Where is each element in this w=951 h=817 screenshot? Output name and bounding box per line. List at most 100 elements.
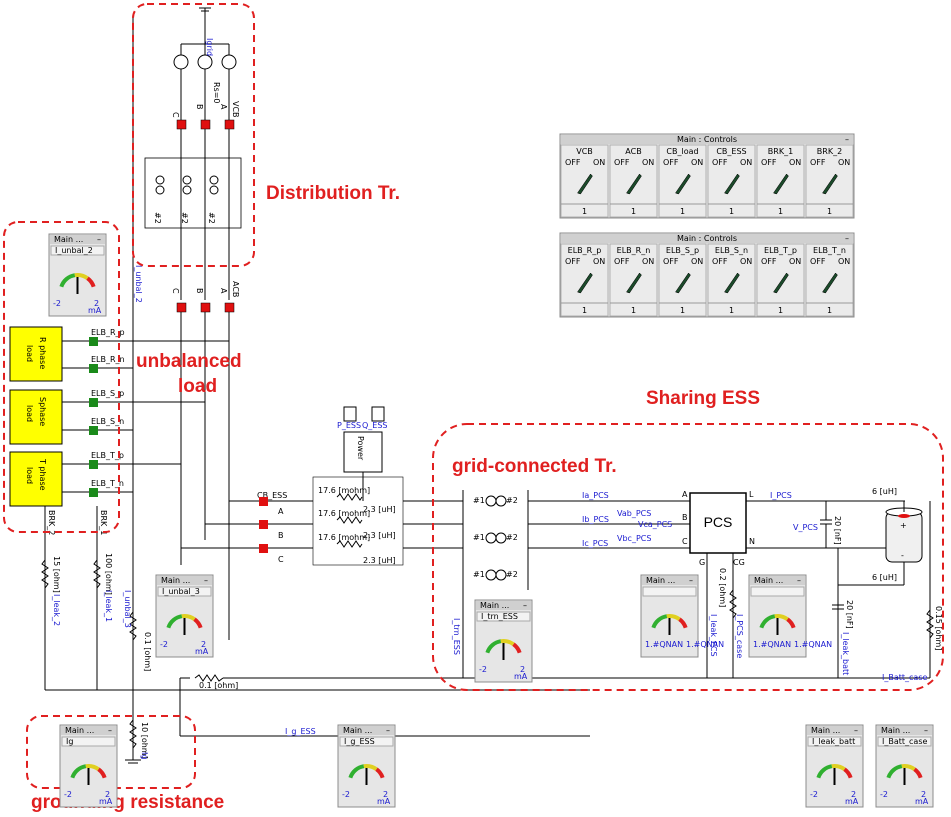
pcs-pin-b: B <box>682 513 688 522</box>
meter-scale-arc <box>666 614 681 621</box>
switch-on-label: ON <box>838 257 850 266</box>
toggle-switch-icon[interactable] <box>626 173 642 195</box>
meter-name-box <box>877 736 932 747</box>
toggle-switch-icon[interactable] <box>577 173 593 195</box>
meter-min: -2 <box>479 665 487 674</box>
toggle-switch-icon[interactable] <box>724 173 740 195</box>
meter-scale-arc <box>886 764 903 779</box>
distribution-transformer: #2 #2 #2 <box>144 157 242 229</box>
switch-value: 1 <box>827 207 832 216</box>
s-load-text-1: Sphase <box>38 397 47 426</box>
gtr-sec-1: #2 <box>506 496 518 505</box>
switch-cell <box>756 243 805 317</box>
phase-b-mid: B <box>195 288 204 294</box>
elb-r-p[interactable] <box>89 337 98 346</box>
ic-pcs-label: Ic_PCS <box>582 539 608 548</box>
acb-breaker-b[interactable] <box>200 302 211 313</box>
meter-scale-arc <box>678 617 688 629</box>
switch-value: 1 <box>680 306 685 315</box>
meter-name: I_leak_batt <box>812 737 855 746</box>
meter-minimize-icon[interactable]: – <box>797 576 801 585</box>
meter-header <box>877 726 932 735</box>
cb-ess-b[interactable] <box>259 520 268 529</box>
toggle-switch-icon[interactable] <box>773 272 789 294</box>
meter-header <box>50 235 105 244</box>
panel-minimize-icon[interactable]: – <box>845 234 849 243</box>
i-leak-batt-label: I_leak_batt <box>841 632 850 675</box>
toggle-switch-icon[interactable] <box>724 272 740 294</box>
elb-t-n[interactable] <box>89 488 98 497</box>
unbalanced-load-box <box>3 221 120 533</box>
meter-minimize-icon[interactable]: – <box>854 726 858 735</box>
switch-label: CB_load <box>666 147 698 156</box>
meter-minimize-icon[interactable]: – <box>924 726 928 735</box>
meter-title: Main ... <box>881 726 910 735</box>
cb-ess-a[interactable] <box>259 497 268 506</box>
gtr-sec-3: #2 <box>506 570 518 579</box>
panel-frame <box>559 232 855 318</box>
meter-scale-arc <box>181 614 196 621</box>
vcb-breaker-b[interactable] <box>200 119 211 130</box>
meter-title: Main ... <box>480 601 509 610</box>
meter-unit: mA <box>195 647 209 656</box>
switch-cell <box>756 144 805 218</box>
r-line-1: 17.6 [mohm] <box>318 486 370 495</box>
elb-r-n[interactable] <box>89 364 98 373</box>
switch-value: 1 <box>827 306 832 315</box>
meter-min: -2 <box>810 790 818 799</box>
toggle-switch-icon[interactable] <box>773 173 789 195</box>
meter-header <box>642 576 697 585</box>
meter-title: Main ... <box>65 726 94 735</box>
toggle-switch-icon[interactable] <box>626 272 642 294</box>
meter-header <box>339 726 394 735</box>
meter-unit: mA <box>915 797 929 806</box>
switch-off-label: OFF <box>712 257 728 266</box>
meter-minimize-icon[interactable]: – <box>108 726 112 735</box>
switch-on-label: ON <box>789 257 801 266</box>
grid-connected-transformer: #1 #2 #1 #2 #1 #2 <box>473 495 518 581</box>
meter-minimize-icon[interactable]: – <box>97 235 101 244</box>
switch-on-label: ON <box>593 158 605 167</box>
meter-scale-arc <box>901 764 916 771</box>
meter-minimize-icon[interactable]: – <box>204 576 208 585</box>
r-phase-load: R phase load <box>9 326 63 382</box>
meter-name: I_unbal_2 <box>55 246 93 255</box>
switch-off-label: OFF <box>761 257 777 266</box>
meter-max: 2 <box>383 790 388 799</box>
toggle-switch-icon[interactable] <box>822 173 838 195</box>
power-text: Power <box>356 436 365 461</box>
meter-min: -2 <box>64 790 72 799</box>
pcs-block: PCS A B C G L N CG <box>682 490 755 567</box>
meter-minimize-icon[interactable]: – <box>523 601 527 610</box>
meter-unit: mA <box>88 306 102 315</box>
meter-max: 1.#QNAN <box>794 640 832 649</box>
toggle-switch-icon[interactable] <box>822 272 838 294</box>
meter-unit: mA <box>514 672 528 681</box>
panel-frame <box>559 133 855 219</box>
meter-minimize-icon[interactable]: – <box>689 576 693 585</box>
vcb-breaker-c[interactable] <box>176 119 187 130</box>
toggle-switch-icon[interactable] <box>675 173 691 195</box>
vcb-breaker-a[interactable] <box>224 119 235 130</box>
switch-on-label: ON <box>642 158 654 167</box>
i-g-ess-label: I_g_ESS <box>285 727 316 736</box>
elb-t-p[interactable] <box>89 460 98 469</box>
toggle-switch-icon[interactable] <box>675 272 691 294</box>
toggle-switch-icon[interactable] <box>577 272 593 294</box>
cb-ess-c[interactable] <box>259 544 268 553</box>
elb-s-p[interactable] <box>89 398 98 407</box>
meter-name-box <box>476 611 531 622</box>
acb-breaker-a[interactable] <box>224 302 235 313</box>
phase-c-top: C <box>171 112 180 118</box>
panel-header <box>561 135 853 144</box>
meter-minimize-icon[interactable]: – <box>386 726 390 735</box>
panel-minimize-icon[interactable]: – <box>845 135 849 144</box>
dist-tr-sec-2: #2 <box>180 212 189 224</box>
elb-s-n[interactable] <box>89 426 98 435</box>
l6-top-label: 6 [uH] <box>872 487 897 496</box>
meter-scale-arc <box>651 614 668 629</box>
acb-breaker-c[interactable] <box>176 302 187 313</box>
meter-min: -2 <box>342 790 350 799</box>
ess-phase-b: B <box>278 531 284 540</box>
